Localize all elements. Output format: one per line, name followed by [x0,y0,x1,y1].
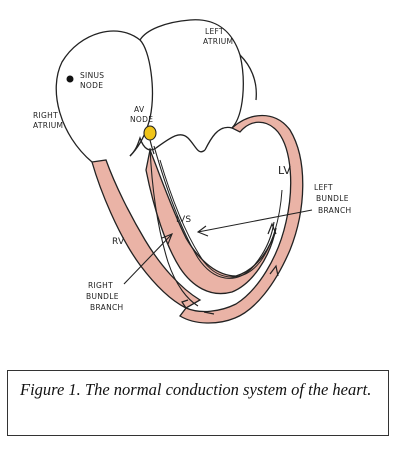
lbb-arrow [267,222,277,235]
left-bundle-branch-label-line2: BUNDLE [316,194,349,203]
lv-label: LV [278,164,291,177]
left-bundle-branch-path [153,145,275,279]
rv-apex-tick [203,311,215,315]
heart-conduction-diagram: SINUS NODE LEFT ATRIUM RIGHT ATRIUM AV N… [33,19,351,324]
lv-inner-curve [159,159,283,278]
ivs-label: IVS [176,215,191,225]
right-bundle-branch-path [149,147,199,307]
right-atrium-label-line1: RIGHT [33,111,58,120]
left-atrium-label-line2: ATRIUM [203,37,233,46]
sinus-node-label-line1: SINUS [80,71,104,80]
left-atrium-label-line1: LEFT [205,27,224,36]
rv-free-wall [91,159,202,309]
right-bundle-branch-label-line1: RIGHT [88,281,113,290]
figure-frame [16,8,388,356]
lv-outer-wall [179,115,304,324]
atrial-septum-line [129,134,206,157]
left-bundle-branch-label-line1: LEFT [314,183,333,192]
sinus-node-dot [66,75,74,83]
left-bundle-branch-label-line3: BRANCH [318,206,351,215]
his-bundle [149,139,155,155]
av-node [143,125,157,141]
lbb-pointer-arrowhead [196,225,209,237]
rbb-pointer-line [123,233,173,285]
rbb-pointer-arrowhead [161,233,173,245]
right-atrium-label-line2: ATRIUM [33,121,63,130]
av-node-label-line2: NODE [130,115,153,124]
left-atrium-right-edge [239,54,257,101]
right-bundle-branch-label-line3: BRANCH [90,303,123,312]
right-atrium-outline [55,30,154,163]
rv-label: RV [112,237,125,247]
sinus-node-label-line2: NODE [80,81,103,90]
rbb-arrow [181,299,189,309]
lbb-pointer-line [197,209,313,233]
lv-arrow [269,264,279,277]
right-bundle-branch-label-line2: BUNDLE [86,292,119,301]
figure-caption: Figure 1. The normal conduction system o… [7,370,389,436]
av-node-label-line1: AV [134,105,145,114]
